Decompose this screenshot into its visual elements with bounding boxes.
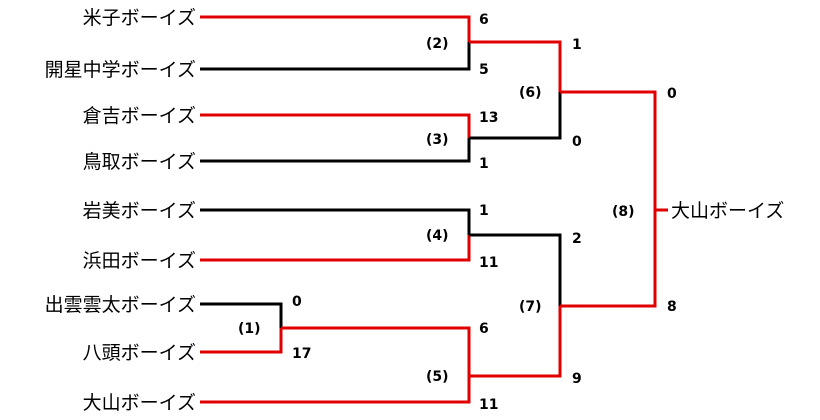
line-hamada-to-game-4 [200, 235, 471, 262]
game-label: (4) [426, 228, 449, 244]
game-label: (3) [426, 132, 449, 148]
game-label: (2) [426, 36, 449, 52]
score: 0 [292, 294, 302, 310]
game-label: (7) [519, 299, 542, 315]
game-label: (5) [426, 369, 449, 385]
line-yazu-to-game-1 [200, 328, 283, 354]
line-game-1-to-game-5 [281, 326, 471, 376]
game-label: (8) [612, 204, 635, 220]
team-name: 倉吉ボーイズ [83, 105, 196, 127]
line-iwami-to-game-4 [200, 208, 471, 235]
score: 13 [479, 110, 498, 126]
team-name: 八頭ボーイズ [83, 342, 196, 364]
game-label: (6) [519, 85, 542, 101]
line-game-5-to-game-7 [469, 306, 562, 378]
game-2-lines [200, 15, 562, 92]
game-7-lines [560, 208, 668, 308]
game-4-lines [200, 208, 562, 306]
team-name: 岩美ボーイズ [83, 200, 196, 222]
team-name: 米子ボーイズ [83, 7, 196, 29]
score: 5 [479, 62, 489, 78]
game-3-lines [200, 92, 562, 163]
score: 17 [292, 346, 311, 362]
line-izumo-to-game-1 [200, 302, 283, 328]
game-labels: (1) (2) (3) (4) (5) (6) (7) (8) [238, 36, 635, 385]
line-game-6-to-final [560, 90, 657, 210]
line-kaisei-to-game-2 [200, 42, 471, 71]
score: 8 [667, 299, 677, 315]
game-1-lines [200, 302, 471, 376]
line-kurayoshi-to-game-3 [200, 113, 471, 138]
line-daisen-to-game-5 [200, 376, 471, 404]
line-yonago-to-game-2 [200, 15, 471, 42]
champion-name: 大山ボーイズ [671, 200, 784, 222]
score: 1 [479, 203, 489, 219]
score: 6 [479, 321, 489, 337]
score: 11 [479, 255, 498, 271]
score: 11 [479, 397, 498, 413]
score: 0 [667, 86, 677, 102]
team-name: 鳥取ボーイズ [83, 151, 196, 173]
team-names: 米子ボーイズ 開星中学ボーイズ 倉吉ボーイズ 鳥取ボーイズ 岩美ボーイズ 浜田ボ… [45, 7, 785, 414]
game-label: (1) [238, 321, 261, 337]
score: 9 [572, 371, 582, 387]
team-name: 出雲雲太ボーイズ [45, 294, 196, 316]
team-name: 浜田ボーイズ [83, 250, 196, 272]
line-game-4-to-game-7 [469, 233, 562, 306]
game-5-lines [200, 306, 562, 404]
team-name: 大山ボーイズ [83, 392, 196, 414]
score: 0 [572, 134, 582, 150]
line-game-7-to-final [560, 210, 657, 308]
score: 1 [479, 156, 489, 172]
team-name: 開星中学ボーイズ [45, 59, 196, 81]
game-6-lines [560, 90, 657, 210]
line-tottori-to-game-3 [200, 138, 471, 163]
score: 6 [479, 12, 489, 28]
scores: 0 17 6 5 13 1 1 11 6 11 1 0 2 9 0 8 [292, 12, 677, 413]
line-game-3-to-game-6 [469, 92, 562, 140]
line-game-2-to-game-6 [469, 40, 562, 92]
score: 2 [572, 231, 582, 247]
score: 1 [572, 37, 582, 53]
